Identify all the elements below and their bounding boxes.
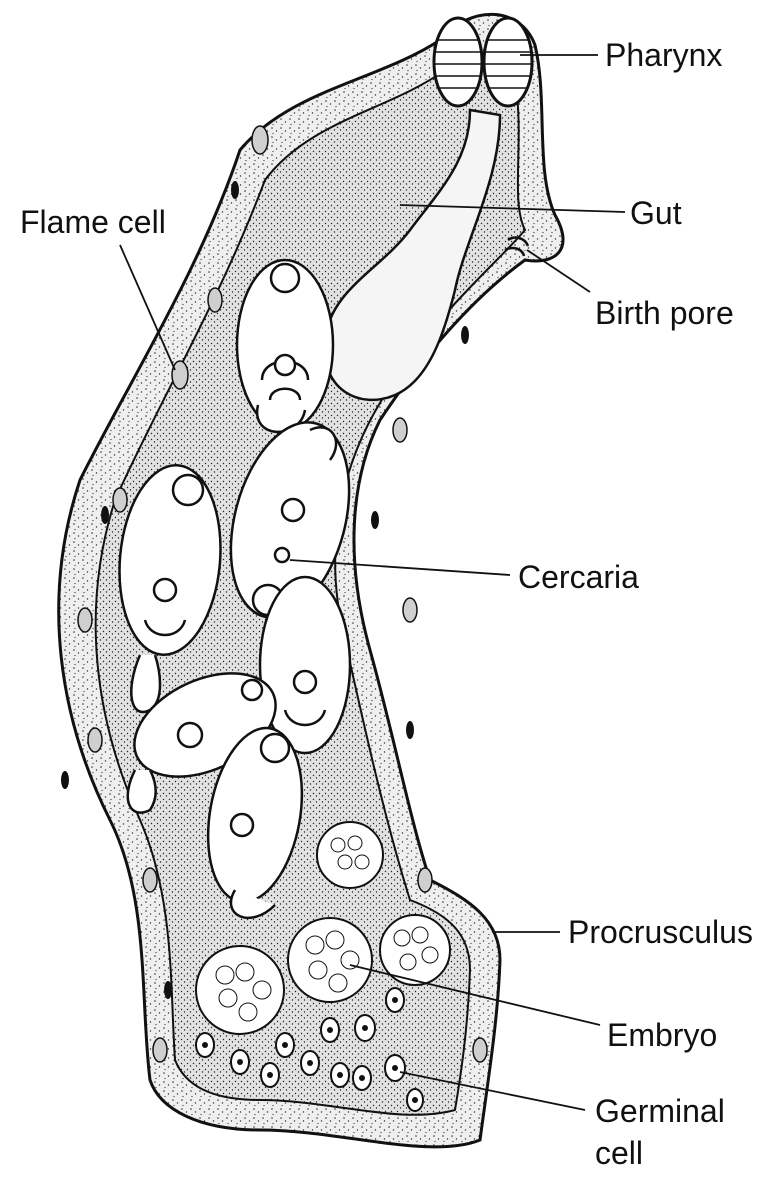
cercaria-1: [237, 260, 333, 432]
label-embryo: Embryo: [607, 1016, 717, 1054]
leader-birth-pore: [527, 250, 590, 292]
label-pharynx: Pharynx: [605, 36, 722, 74]
label-birth-pore: Birth pore: [595, 294, 734, 332]
cercaria-4: [260, 577, 350, 753]
label-gut: Gut: [630, 194, 682, 232]
label-cercaria: Cercaria: [518, 558, 639, 596]
label-procrusculus: Procrusculus: [568, 913, 753, 951]
label-flame-cell: Flame cell: [20, 203, 166, 241]
label-germinal-cell-1: Germinal: [595, 1092, 725, 1130]
label-germinal-cell-2: cell: [595, 1134, 643, 1172]
